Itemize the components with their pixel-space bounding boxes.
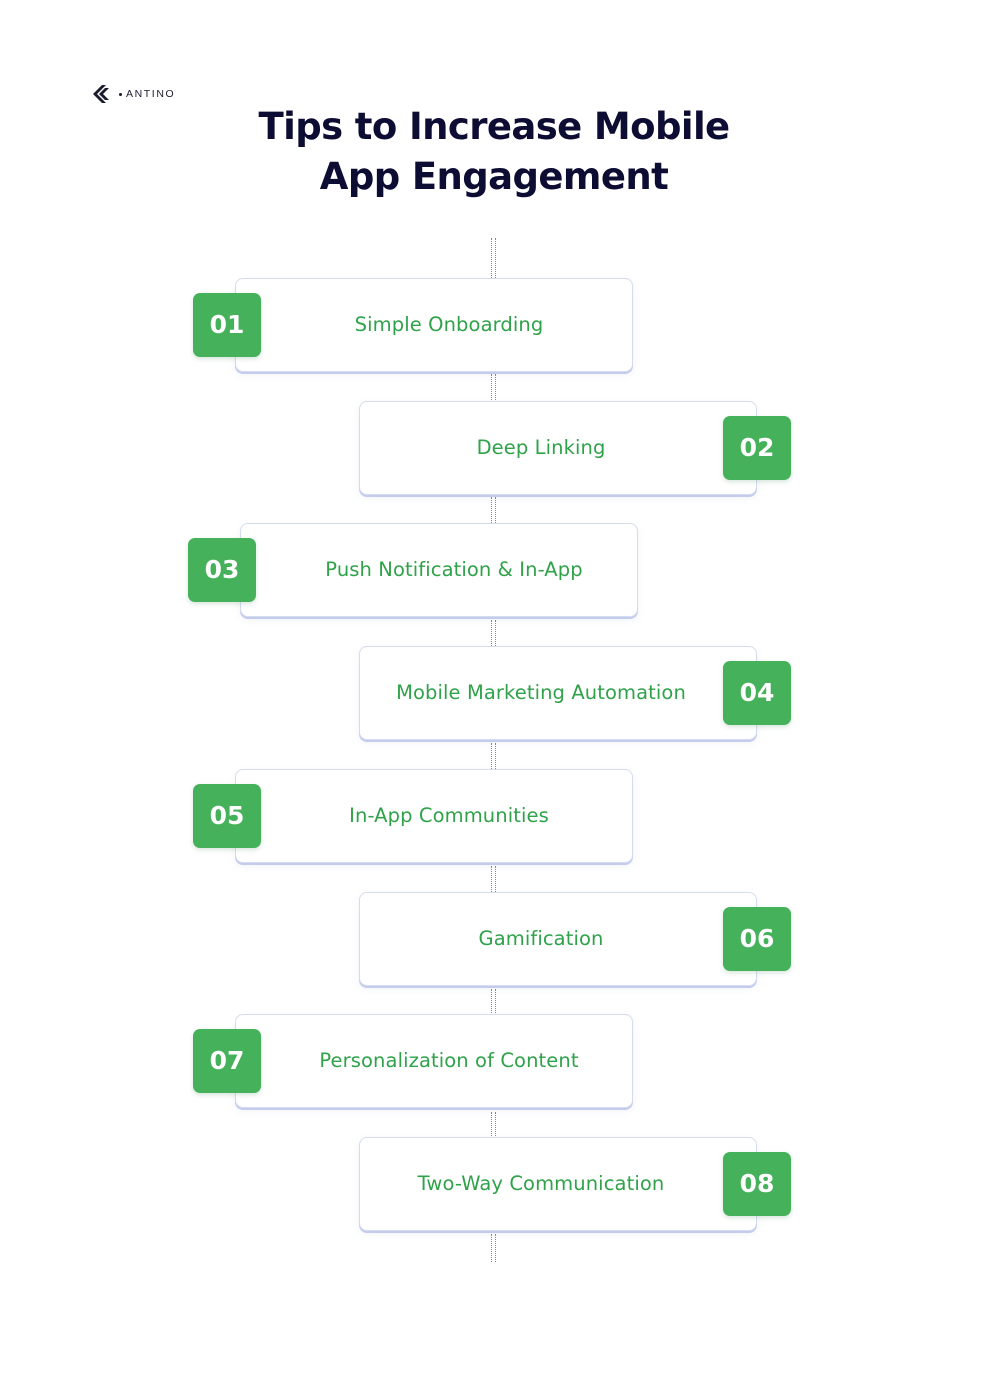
step-label: Two-Way Communication xyxy=(417,1172,665,1195)
step-card-01: Simple Onboarding xyxy=(235,278,633,372)
connector-2-3 xyxy=(491,497,496,523)
step-number-badge-01: 01 xyxy=(193,293,261,357)
step-card-02: Deep Linking xyxy=(359,401,757,495)
step-label: Gamification xyxy=(478,927,604,950)
connector-bottom xyxy=(491,1234,496,1262)
step-label: Personalization of Content xyxy=(319,1049,579,1072)
step-number-badge-08: 08 xyxy=(723,1152,791,1216)
logo-separator-dot xyxy=(119,92,122,96)
connector-1-2 xyxy=(491,374,496,400)
step-number-badge-05: 05 xyxy=(193,784,261,848)
step-label: Mobile Marketing Automation xyxy=(396,681,686,704)
step-label: Push Notification & In-App xyxy=(325,558,583,581)
step-card-06: Gamification xyxy=(359,892,757,986)
antino-logo-icon xyxy=(93,85,109,103)
step-label: Simple Onboarding xyxy=(354,313,544,336)
step-number-badge-03: 03 xyxy=(188,538,256,602)
step-number-badge-04: 04 xyxy=(723,661,791,725)
page-title: Tips to Increase Mobile App Engagement xyxy=(0,102,988,202)
step-number-badge-07: 07 xyxy=(193,1029,261,1093)
page-title-line-2: App Engagement xyxy=(319,155,669,198)
connector-6-7 xyxy=(491,989,496,1015)
step-label: Deep Linking xyxy=(476,436,606,459)
connector-top xyxy=(491,238,496,278)
connector-5-6 xyxy=(491,866,496,892)
connector-4-5 xyxy=(491,743,496,769)
step-card-04: Mobile Marketing Automation xyxy=(359,646,757,740)
step-card-07: Personalization of Content xyxy=(235,1014,633,1108)
connector-3-4 xyxy=(491,620,496,646)
step-number-badge-02: 02 xyxy=(723,416,791,480)
brand-logo: ANTINO xyxy=(91,83,175,105)
step-number-badge-06: 06 xyxy=(723,907,791,971)
page-title-line-1: Tips to Increase Mobile xyxy=(258,105,730,148)
step-card-08: Two-Way Communication xyxy=(359,1137,757,1231)
step-card-05: In-App Communities xyxy=(235,769,633,863)
brand-name: ANTINO xyxy=(126,88,176,100)
connector-7-8 xyxy=(491,1112,496,1138)
step-label: In-App Communities xyxy=(349,804,549,827)
step-card-03: Push Notification & In-App xyxy=(240,523,638,617)
